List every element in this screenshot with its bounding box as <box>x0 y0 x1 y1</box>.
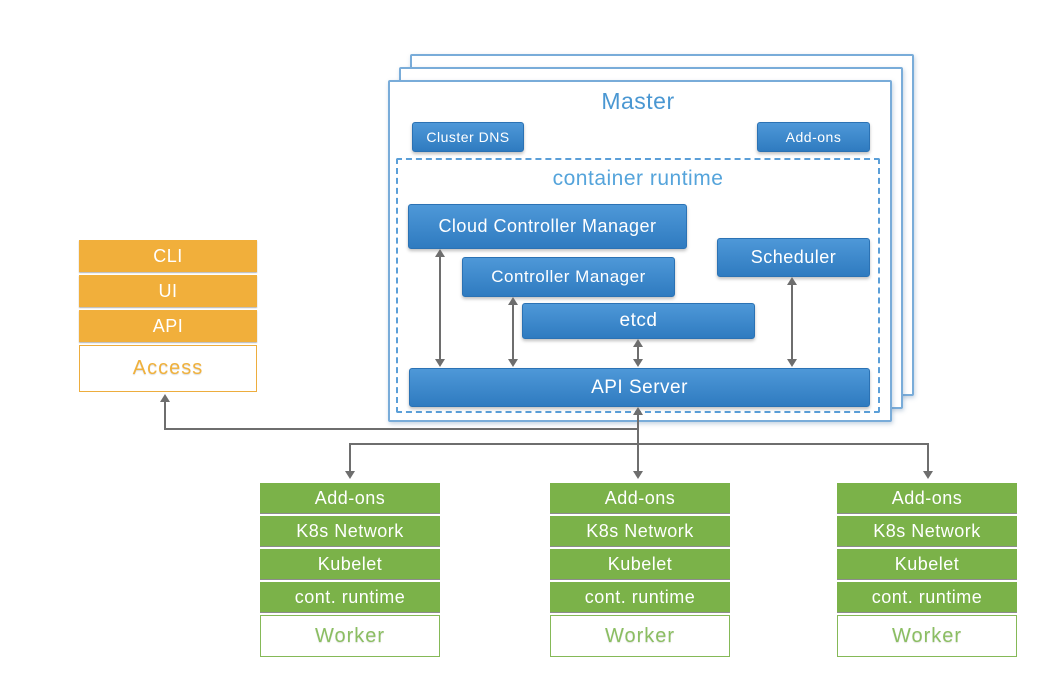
cluster-dns-box: Cluster DNS <box>412 122 524 152</box>
worker1-row-k8s-network: K8s Network <box>260 516 440 546</box>
worker1-label-box: Worker <box>260 615 440 657</box>
worker2-row-k8s-network: K8s Network <box>550 516 730 546</box>
worker3-row-k8s-network: K8s Network <box>837 516 1017 546</box>
access-item-ui: UI <box>79 275 257 307</box>
addons-box-master: Add-ons <box>757 122 870 152</box>
access-label-box: Access <box>79 345 257 392</box>
worker3-row-kubelet: Kubelet <box>837 549 1017 579</box>
worker2-row-addons: Add-ons <box>550 483 730 513</box>
worker2-label-box: Worker <box>550 615 730 657</box>
access-item-cli: CLI <box>79 240 257 272</box>
api-server-box: API Server <box>409 368 870 407</box>
worker2-row-cont-runtime: cont. runtime <box>550 582 730 612</box>
controller-manager-box: Controller Manager <box>462 257 675 297</box>
master-title: Master <box>601 88 675 114</box>
worker3-row-addons: Add-ons <box>837 483 1017 513</box>
worker2-row-kubelet: Kubelet <box>550 549 730 579</box>
worker1-row-addons: Add-ons <box>260 483 440 513</box>
access-item-api: API <box>79 310 257 342</box>
worker3-label-box: Worker <box>837 615 1017 657</box>
worker1-row-cont-runtime: cont. runtime <box>260 582 440 612</box>
worker3-row-cont-runtime: cont. runtime <box>837 582 1017 612</box>
worker1-row-kubelet: Kubelet <box>260 549 440 579</box>
cloud-controller-manager-box: Cloud Controller Manager <box>408 204 687 249</box>
etcd-box: etcd <box>522 303 755 339</box>
scheduler-box: Scheduler <box>717 238 870 277</box>
container-runtime-title: container runtime <box>552 167 724 190</box>
